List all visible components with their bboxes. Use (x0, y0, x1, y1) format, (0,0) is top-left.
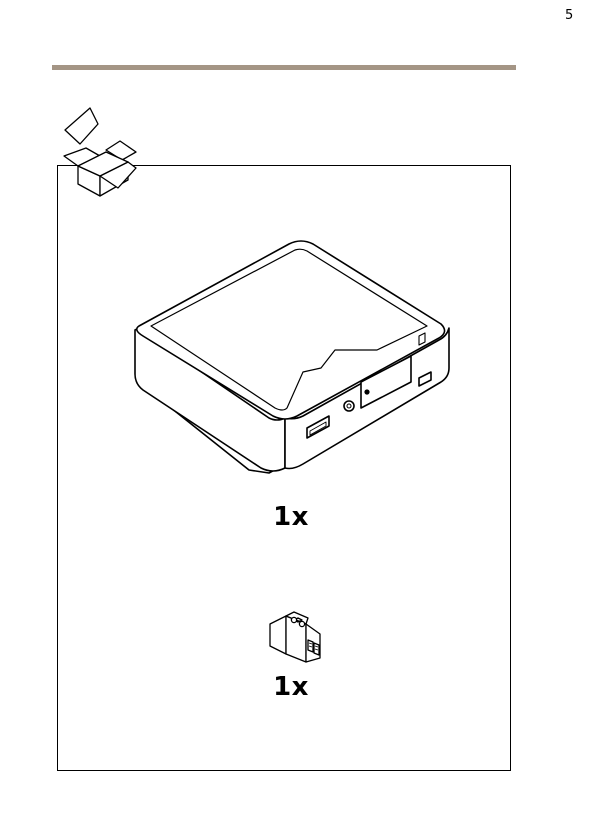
device-quantity: 1x (231, 502, 351, 532)
page-number: 5 (565, 8, 573, 23)
package-contents-box-icon (56, 104, 140, 200)
section-rule (52, 65, 516, 70)
terminal-block-connector-icon (264, 610, 324, 666)
connector-quantity: 1x (231, 672, 351, 702)
media-player-device-illustration (125, 232, 459, 480)
